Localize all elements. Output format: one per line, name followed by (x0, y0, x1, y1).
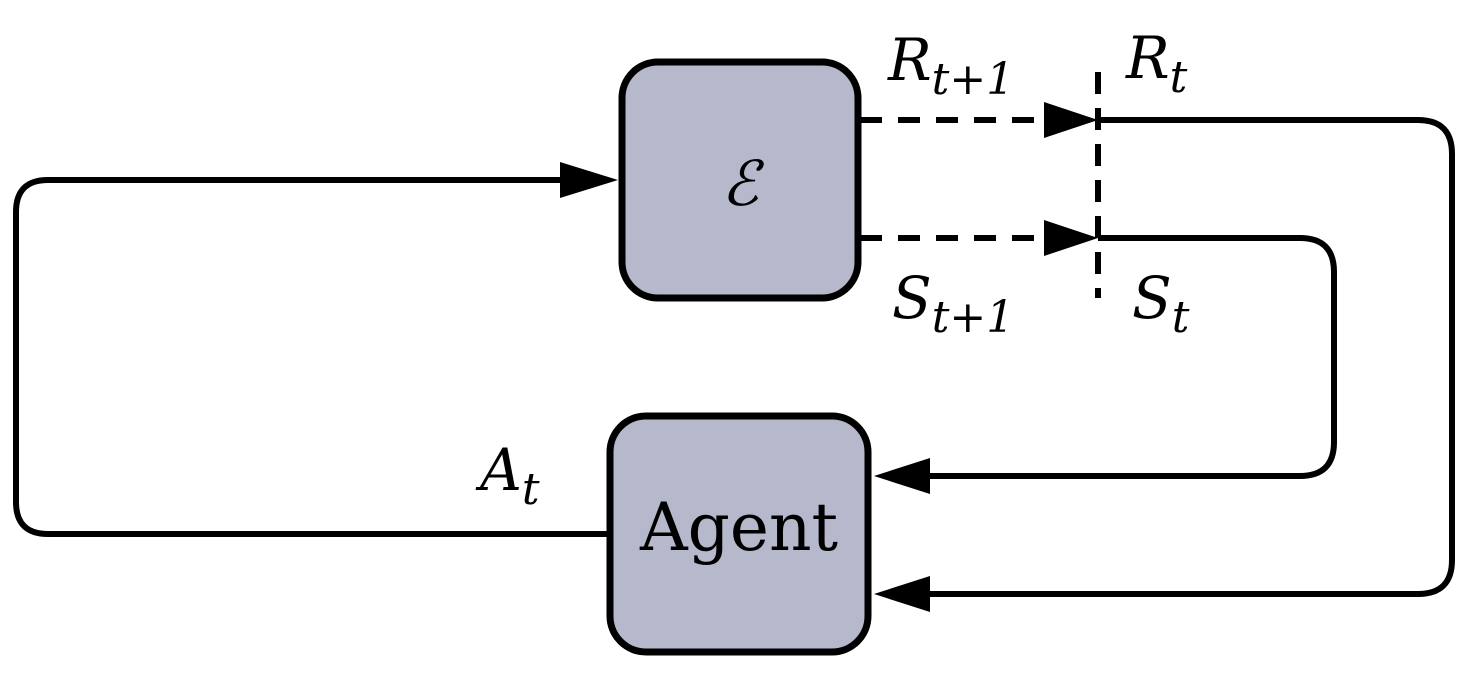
agent-box (606, 412, 872, 656)
reward-current-label: Rt (1125, 24, 1188, 103)
action-arrow (13, 177, 608, 537)
agent-label: Agent (639, 489, 838, 566)
action-label: At (475, 436, 540, 515)
reward-feedback-arrowhead (874, 576, 930, 612)
state-current-label: St (1132, 264, 1190, 343)
state-next-label: St+1 (892, 264, 1014, 343)
reward-feedback-arrow (928, 117, 1455, 597)
reward-dashed-arrowhead (1044, 102, 1098, 138)
action-arrowhead (560, 162, 618, 198)
state-feedback-arrowhead (874, 458, 930, 494)
reward-next-label: Rt+1 (887, 26, 1014, 105)
state-feedback-arrow (928, 235, 1337, 479)
state-dashed-arrowhead (1044, 220, 1098, 256)
environment-box (618, 58, 862, 302)
environment-label: ℰ (721, 147, 764, 220)
